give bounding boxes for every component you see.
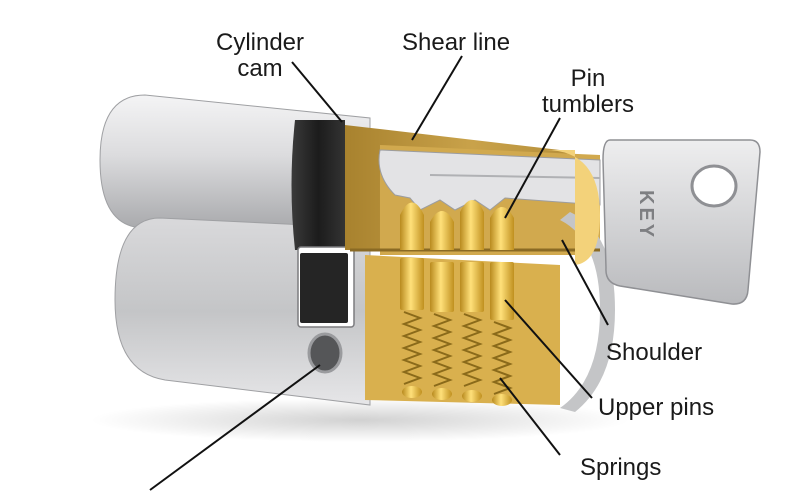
leader-shoulder [561, 239, 609, 326]
floor-shadow [90, 398, 630, 442]
label-shear-line: Shear line [402, 29, 511, 56]
label-upper-pins: Upper pins [598, 394, 715, 421]
pin-stack-3 [460, 200, 484, 402]
spring [401, 311, 423, 385]
spring-seat [462, 390, 482, 402]
leader-upper-pins [504, 299, 593, 399]
spring [431, 313, 453, 387]
label-line: Cylinder [215, 29, 305, 56]
upper-pin [490, 262, 514, 320]
label-line: tumblers [541, 91, 635, 118]
spring-seat [432, 388, 452, 400]
key-groove [429, 174, 601, 179]
key-hole [690, 164, 738, 208]
pin-tumbler [460, 200, 484, 250]
key-blade [378, 149, 601, 211]
spring [461, 313, 483, 387]
label-springs: Springs [580, 454, 662, 481]
key-shoulder [545, 150, 600, 265]
cylinder-cam-ring [291, 120, 345, 250]
housing-rim [560, 212, 615, 412]
cylinder-cam-lever [300, 253, 348, 323]
spring [491, 321, 513, 395]
leader-cylinder-cam [291, 61, 343, 123]
leader-screw-hole [149, 364, 321, 491]
pin-stack-2 [430, 211, 454, 400]
label-pin-tumblers: Pin tumblers [528, 66, 648, 118]
label-line: Pin [570, 65, 606, 92]
spring-seat [402, 386, 422, 398]
key-head [602, 139, 761, 305]
pin-tumbler [430, 211, 454, 250]
label-cylinder-cam: Cylinder cam [208, 30, 312, 82]
label-shoulder: Shoulder [606, 339, 703, 366]
upper-pin [430, 262, 454, 312]
leader-shear-line [411, 55, 463, 141]
label-line: cam [237, 55, 283, 82]
pin-stack-1 [400, 202, 424, 398]
pin-tumbler [400, 202, 424, 250]
pin-tumbler [490, 207, 514, 250]
pin-stack-4 [490, 207, 514, 406]
key-inscription: KEY [635, 190, 657, 240]
screw-hole [307, 332, 343, 374]
leader-pin-tumblers [504, 117, 561, 219]
upper-pin [460, 262, 484, 312]
spring-seat [492, 394, 512, 406]
upper-pin [400, 258, 424, 310]
leader-springs [499, 377, 561, 456]
